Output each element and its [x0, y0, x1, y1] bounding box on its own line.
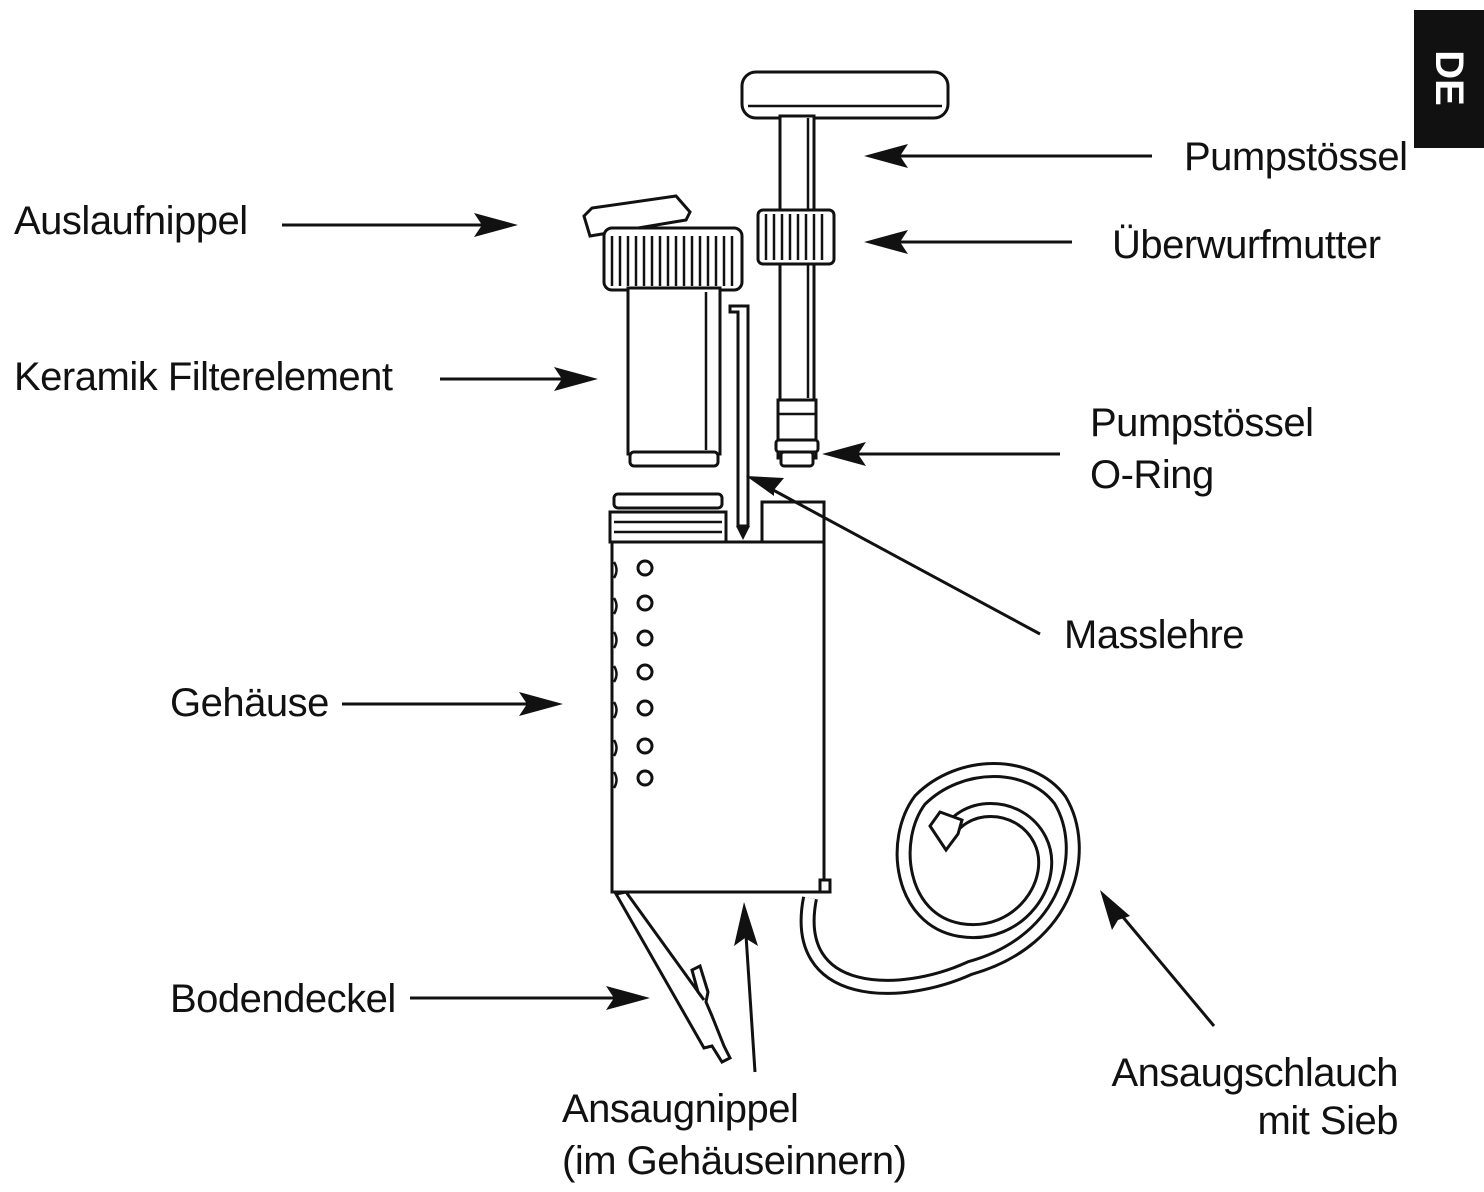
housing-vent-holes: [636, 559, 654, 787]
outlet-cap-grip: [610, 236, 734, 286]
label-ueberwurfmutter: Überwurfmutter: [1112, 223, 1381, 267]
union-nut-grip: [764, 214, 824, 260]
plunger-o-ring: [774, 438, 820, 454]
hose-inner: [802, 765, 1078, 992]
intake-hose: [799, 762, 1081, 995]
label-ansaugschlauch-line2: mit Sieb: [1258, 1099, 1399, 1143]
housing-body: [610, 540, 826, 894]
label-ansaugnippel-line1: Ansaugnippel: [562, 1087, 798, 1131]
language-tab-background: [1414, 10, 1484, 148]
filter-base-ring: [628, 450, 720, 468]
labels: Pumpstössel Überwurfmutter Auslaufnippel…: [14, 135, 1408, 1183]
hose-strainer: [928, 810, 964, 853]
language-tab-text: DE: [1427, 50, 1471, 106]
outlet-cap: [582, 194, 744, 292]
housing-pump-port: [760, 500, 826, 546]
leader-ansaugnippel: [743, 919, 757, 1073]
outlet-cap-ring: [602, 226, 744, 292]
union-nut: [756, 208, 836, 266]
label-pumpstoessel: Pumpstössel: [1184, 135, 1407, 179]
gauge-body: [728, 304, 750, 528]
label-auslaufnippel: Auslaufnippel: [14, 199, 248, 243]
label-bodendeckel: Bodendeckel: [170, 977, 396, 1021]
outlet-nipple-lid: [582, 194, 692, 238]
leader-lines: [282, 144, 1216, 1073]
label-oring-line1: Pumpstössel: [1090, 401, 1313, 445]
measuring-gauge: [728, 304, 750, 540]
label-ansaugnippel-line2: (im Gehäuseinnern): [562, 1139, 907, 1183]
bottom-cover-arm: [613, 890, 733, 1064]
leader-ansaugschlauch: [1110, 903, 1216, 1027]
housing-corner: [818, 878, 832, 894]
pump-plunger: [740, 70, 950, 468]
leader-masslehre: [761, 482, 1041, 636]
label-gehaeuse: Gehäuse: [170, 681, 329, 725]
label-keramik-filterelement: Keramik Filterelement: [14, 355, 393, 399]
housing-thread: [608, 510, 728, 544]
ceramic-filter-element: [626, 286, 722, 468]
housing-top-seal: [612, 492, 724, 510]
hose-outline: [799, 762, 1081, 995]
plunger-handle: [740, 70, 950, 120]
housing: [608, 492, 832, 894]
gauge-tip: [736, 526, 750, 540]
label-masslehre: Masslehre: [1064, 613, 1244, 657]
housing-side-marks: [612, 561, 618, 789]
label-oring-line2: O-Ring: [1090, 453, 1214, 497]
language-tab: DE: [1414, 10, 1484, 148]
label-ansaugschlauch-line1: Ansaugschlauch: [1111, 1051, 1398, 1095]
bottom-cover: [613, 890, 733, 1064]
plunger-end: [779, 450, 815, 468]
